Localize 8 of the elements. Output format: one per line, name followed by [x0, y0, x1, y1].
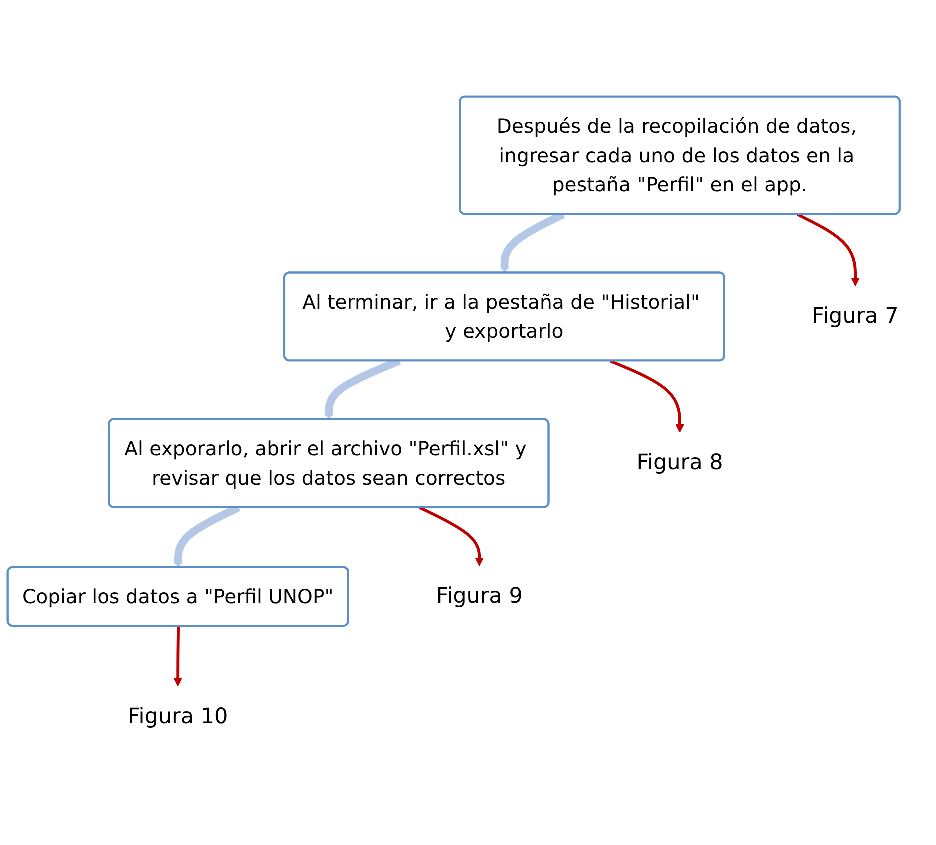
- node-text: Figura 9: [436, 584, 523, 610]
- arrow: [610, 360, 684, 434]
- arrow: [796, 214, 860, 287]
- arrow: [174, 626, 182, 687]
- node-text: Figura 8: [636, 451, 724, 476]
- node-text: Figura 7: [812, 304, 899, 330]
- node-text: Figura 10: [128, 704, 228, 730]
- arrow: [419, 506, 484, 567]
